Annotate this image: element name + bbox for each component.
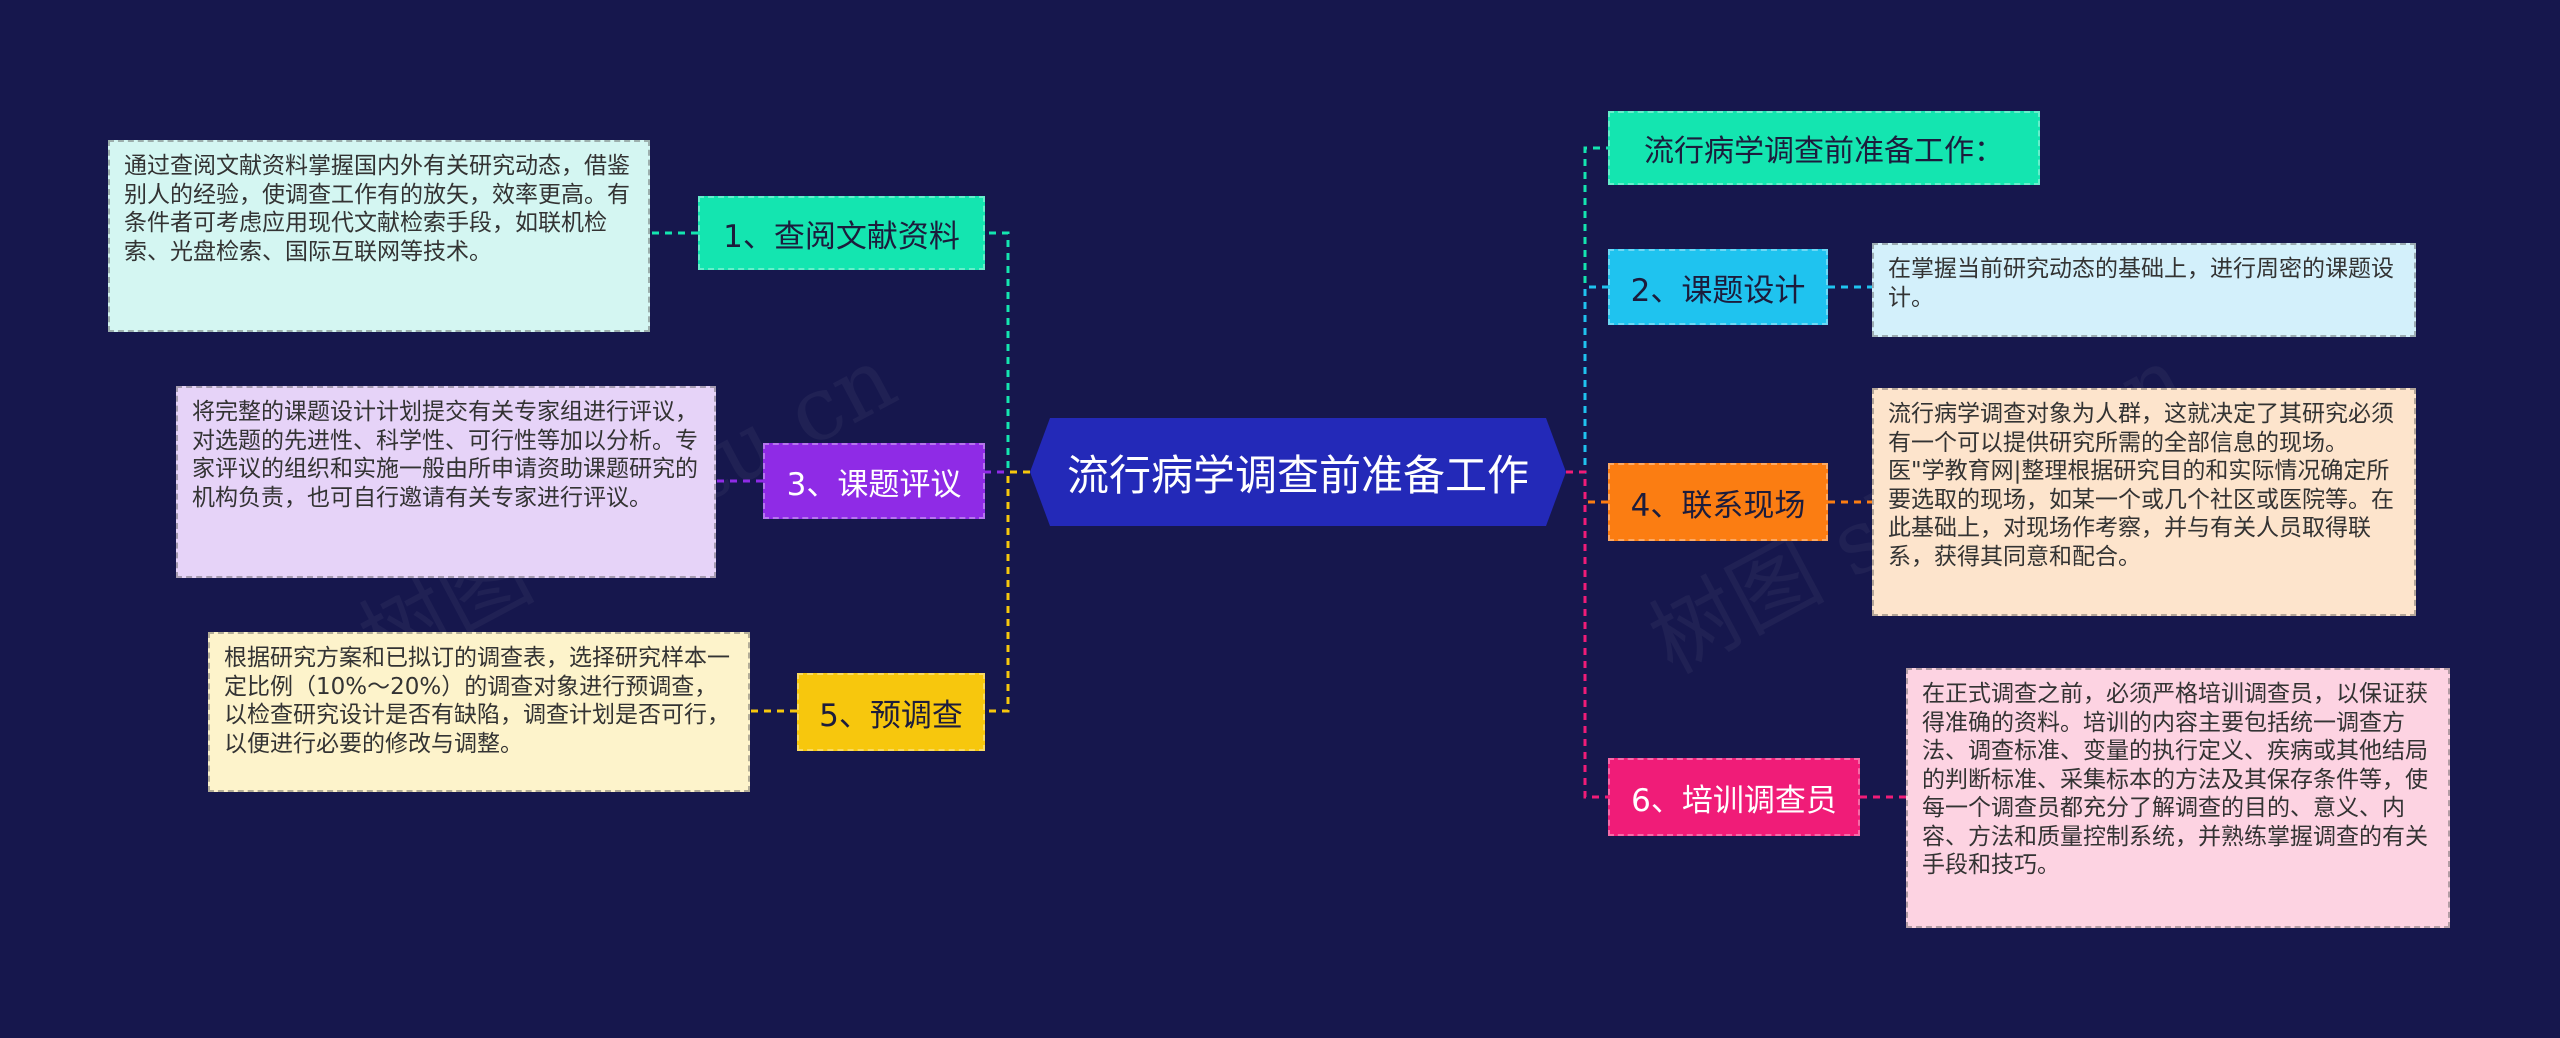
branch-topic-6-label: 6、培训调查员 — [1631, 782, 1837, 819]
branch-topic-4[interactable]: 4、联系现场 — [1608, 463, 1828, 541]
connector-root-to-branch-5 — [985, 470, 1030, 713]
branch-topic-2-label: 2、课题设计 — [1630, 272, 1806, 309]
detail-4: 流行病学调查对象为人群，这就决定了其研究必须有一个可以提供研究所需的全部信息的现… — [1872, 388, 2416, 616]
connector-root-to-branch-4 — [1566, 470, 1608, 504]
root-topic[interactable]: 流行病学调查前准备工作 — [1030, 418, 1566, 526]
branch-topic-1[interactable]: 1、查阅文献资料 — [698, 196, 985, 270]
connector-root-to-intro — [1566, 146, 1608, 474]
branch-topic-4-label: 4、联系现场 — [1630, 487, 1806, 524]
detail-5: 根据研究方案和已拟订的调查表，选择研究样本一定比例（10%～20%）的调查对象进… — [208, 632, 750, 792]
intro-topic-label: 流行病学调查前准备工作： — [1644, 134, 2004, 169]
branch-topic-3-label: 3、课题评议 — [786, 466, 962, 503]
branch-topic-5-label: 5、预调查 — [819, 697, 963, 734]
branch-topic-3[interactable]: 3、课题评议 — [763, 443, 985, 519]
detail-6: 在正式调查之前，必须严格培训调查员，以保证获得准确的资料。培训的内容主要包括统一… — [1906, 668, 2450, 928]
root-topic-label: 流行病学调查前准备工作 — [1066, 450, 1529, 500]
connector-root-to-branch-1 — [985, 231, 1030, 474]
branch-topic-5[interactable]: 5、预调查 — [797, 673, 985, 751]
connector-root-to-branch-2 — [1566, 285, 1608, 474]
branch-topic-1-label: 1、查阅文献资料 — [723, 218, 960, 255]
detail-3: 将完整的课题设计计划提交有关专家组进行评议，对选题的先进性、科学性、可行性等加以… — [176, 386, 716, 578]
branch-topic-6[interactable]: 6、培训调查员 — [1608, 758, 1860, 836]
branch-topic-2[interactable]: 2、课题设计 — [1608, 249, 1828, 325]
detail-2: 在掌握当前研究动态的基础上，进行周密的课题设计。 — [1872, 243, 2416, 337]
connector-root-to-branch-6 — [1566, 470, 1608, 799]
detail-1: 通过查阅文献资料掌握国内外有关研究动态，借鉴别人的经验，使调查工作有的放矢，效率… — [108, 140, 650, 332]
intro-topic[interactable]: 流行病学调查前准备工作： — [1608, 111, 2040, 185]
